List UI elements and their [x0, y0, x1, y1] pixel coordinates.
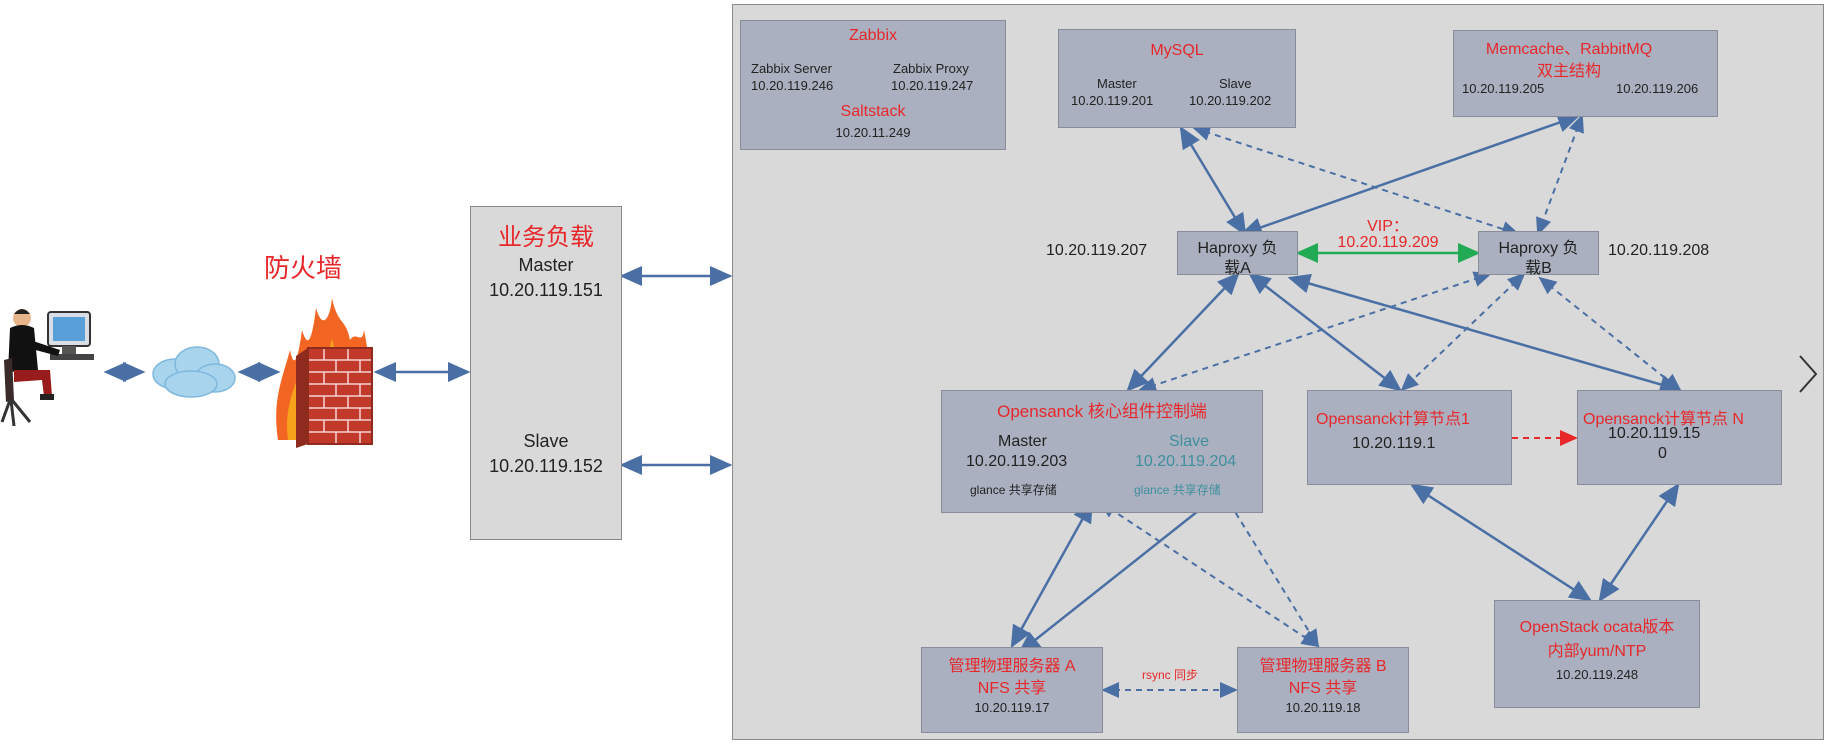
mysql-master-ip: 10.20.119.201	[1071, 93, 1154, 108]
haproxy-b-ip: 10.20.119.208	[1608, 242, 1710, 259]
biz-slave-ip: 10.20.119.152	[489, 456, 603, 476]
mysql-title: MySQL	[1150, 42, 1204, 59]
haproxy-a-label-1: Haproxy 负	[1197, 240, 1278, 257]
controller-slave-label: Slave	[1169, 433, 1210, 450]
mysql-box: MySQL Master 10.20.119.201 Slave 10.20.1…	[1058, 29, 1296, 128]
zabbix-proxy-label: Zabbix Proxy	[893, 61, 969, 76]
server-a-box: 管理物理服务器 A NFS 共享 10.20.119.17	[921, 647, 1103, 733]
compute-node-1-ip: 10.20.119.1	[1352, 435, 1436, 452]
controller-slave-ip: 10.20.119.204	[1135, 453, 1237, 470]
controller-master-ip: 10.20.119.203	[966, 453, 1068, 470]
zabbix-server-label: Zabbix Server	[751, 61, 832, 76]
biz-master-ip: 10.20.119.151	[489, 280, 603, 300]
memcache-ip-a: 10.20.119.205	[1462, 81, 1545, 96]
saltstack-ip: 10.20.11.249	[835, 125, 911, 140]
haproxy-a-label-2: 载A	[1224, 260, 1251, 277]
controller-title: Opensanck 核心组件控制端	[997, 402, 1207, 421]
cloud-icon	[152, 346, 236, 398]
biz-slave-label: Slave	[523, 431, 569, 451]
mysql-slave-ip: 10.20.119.202	[1189, 93, 1272, 108]
compute-node-n-ip-1: 10.20.119.15	[1608, 425, 1701, 442]
mysql-slave-label: Slave	[1219, 76, 1252, 91]
user-at-computer-icon	[0, 309, 94, 427]
openstack-ip: 10.20.119.248	[1555, 667, 1639, 682]
server-b-subtitle: NFS 共享	[1288, 680, 1358, 697]
compute-node-n-box: Opensanck计算节点 N 10.20.119.15 0	[1577, 390, 1782, 485]
haproxy-b-box: Haproxy 负 载B	[1478, 231, 1599, 277]
haproxy-b-label-1: Haproxy 负	[1498, 240, 1579, 257]
zabbix-box: Zabbix Zabbix Server 10.20.119.246 Zabbi…	[740, 20, 1006, 150]
server-a-subtitle: NFS 共享	[977, 680, 1047, 697]
biz-master-label: Master	[518, 255, 574, 275]
compute-node-n-title: Opensanck计算节点 N	[1583, 411, 1744, 428]
compute-node-1-box: Opensanck计算节点1 10.20.119.1	[1307, 390, 1512, 485]
haproxy-a-box: Haproxy 负 载A	[1177, 231, 1298, 277]
zabbix-server-ip: 10.20.119.246	[751, 78, 834, 93]
server-b-title: 管理物理服务器 B	[1259, 658, 1387, 675]
controller-box: Opensanck 核心组件控制端 Master 10.20.119.203 g…	[941, 390, 1263, 513]
vip-ip: 10.20.119.209	[1337, 234, 1439, 251]
rsync-label: rsync 同步	[1141, 668, 1198, 682]
zabbix-proxy-ip: 10.20.119.247	[891, 78, 974, 93]
biz-load-title: 业务负载	[498, 223, 594, 251]
server-a-ip: 10.20.119.17	[974, 700, 1050, 715]
openstack-subtitle: 内部yum/NTP	[1547, 643, 1647, 660]
zabbix-title: Zabbix	[848, 27, 898, 44]
compute-node-n-ip-2: 0	[1658, 445, 1667, 462]
memcache-ip-b: 10.20.119.206	[1616, 81, 1699, 96]
controller-slave-storage: glance 共享存储	[1134, 483, 1221, 497]
haproxy-a-ip: 10.20.119.207	[1046, 242, 1148, 259]
firewall-icon	[276, 298, 373, 448]
memcache-title: Memcache、RabbitMQ	[1485, 41, 1653, 58]
server-b-box: 管理物理服务器 B NFS 共享 10.20.119.18	[1237, 647, 1409, 733]
openstack-box: OpenStack ocata版本 内部yum/NTP 10.20.119.24…	[1494, 600, 1700, 708]
haproxy-b-label-2: 载B	[1525, 260, 1552, 277]
controller-master-label: Master	[998, 433, 1047, 450]
firewall-label: 防火墙	[264, 254, 343, 284]
memcache-subtitle: 双主结构	[1536, 63, 1601, 80]
compute-node-1-title: Opensanck计算节点1	[1316, 411, 1470, 428]
server-a-title: 管理物理服务器 A	[948, 658, 1076, 675]
chevron-right-icon[interactable]	[1796, 352, 1822, 396]
saltstack-title: Saltstack	[840, 103, 906, 120]
biz-load-box: 业务负载 Master 10.20.119.151 Slave 10.20.11…	[470, 206, 622, 540]
mysql-master-label: Master	[1097, 76, 1137, 91]
openstack-title: OpenStack ocata版本	[1519, 619, 1675, 636]
controller-master-storage: glance 共享存储	[970, 483, 1057, 497]
vip-label: VIP：	[1367, 218, 1409, 235]
server-b-ip: 10.20.119.18	[1285, 700, 1361, 715]
memcache-box: Memcache、RabbitMQ 双主结构 10.20.119.205 10.…	[1453, 30, 1718, 117]
